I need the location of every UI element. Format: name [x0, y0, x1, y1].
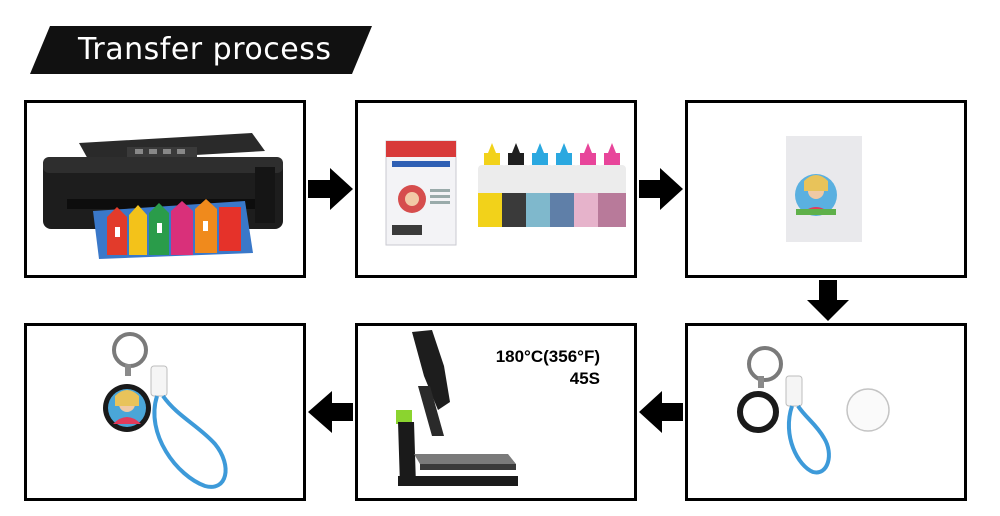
step-printed-transfer: [685, 100, 967, 278]
step-materials: [355, 100, 637, 278]
arrow-down-icon: [807, 280, 849, 321]
paper-and-ink-illustration: [385, 140, 626, 246]
blank-keychain-illustration: [737, 346, 890, 475]
step-finished-keychain: [24, 323, 306, 501]
arrow-right-icon: [639, 168, 683, 210]
arrow-left-icon: [308, 391, 353, 433]
ink-bottles: [478, 143, 626, 227]
page-title: Transfer process: [78, 32, 332, 67]
step-heat-press: 180°C(356°F) 45S: [355, 323, 637, 501]
printer-illustration: [43, 133, 283, 259]
step-blank-keychain: [685, 323, 967, 501]
arrow-right-icon: [308, 168, 353, 210]
printed-photo-illustration: [786, 136, 862, 242]
time-label: 45S: [569, 369, 600, 388]
arrow-left-icon: [639, 391, 683, 433]
title-banner: Transfer process: [30, 26, 372, 74]
title-banner-shape: [30, 26, 372, 74]
finished-keychain-illustration: [103, 332, 228, 489]
temperature-label: 180°C(356°F): [495, 347, 600, 366]
heat-press-settings: 180°C(356°F) 45S: [496, 346, 600, 390]
step-print: [24, 100, 306, 278]
heat-press-illustration: [396, 330, 518, 486]
